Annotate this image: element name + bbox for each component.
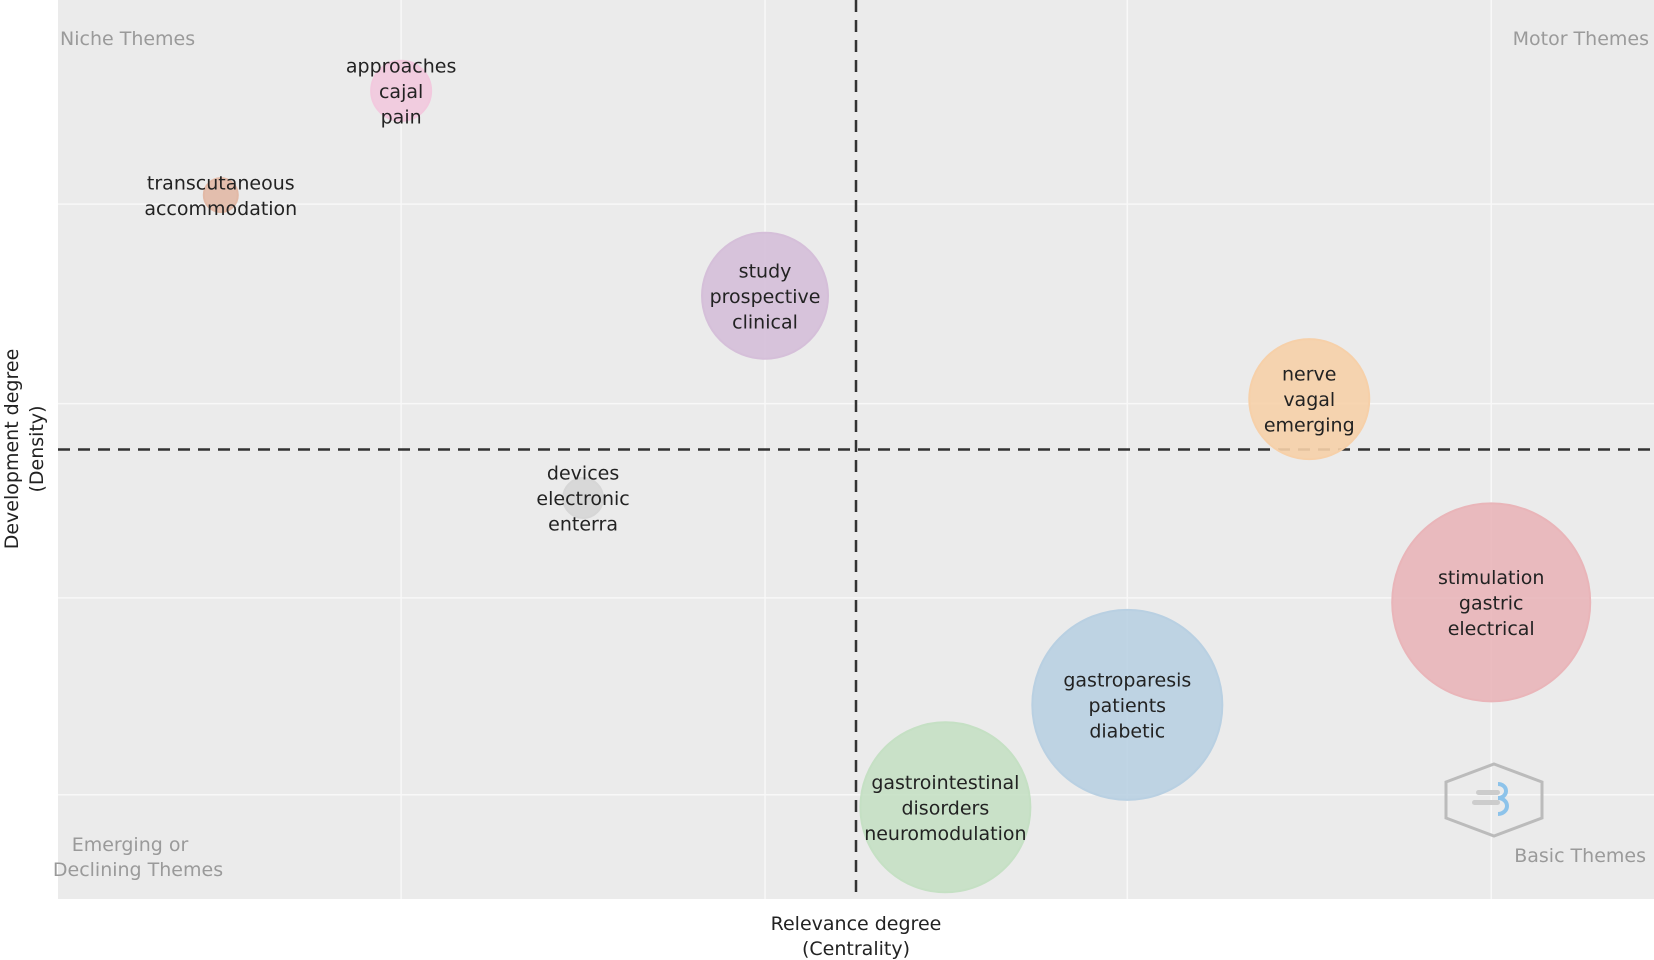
- bubble-label-study: clinical: [732, 311, 798, 333]
- bubble-label-transcutaneous: accommodation: [144, 198, 297, 220]
- bubble-label-nerve: vagal: [1283, 389, 1335, 411]
- bubble-gastrointestinal[interactable]: [859, 721, 1032, 894]
- bibliometrix-logo: [1444, 762, 1544, 838]
- quadrant-label-basic: Basic Themes: [1514, 845, 1646, 867]
- y-axis-title-line2: (Density): [26, 405, 48, 492]
- quadrant-dividers: [58, 0, 1654, 899]
- bubble-label-study: prospective: [710, 286, 821, 308]
- bubble-label-devices: electronic: [536, 488, 629, 510]
- bubble-label-stimulation: stimulation: [1438, 567, 1545, 589]
- bubble-label-gastrointestinal: gastrointestinal: [871, 772, 1019, 794]
- bubble-label-cajal: approaches: [346, 55, 457, 77]
- bubble-label-gastroparesis: gastroparesis: [1063, 669, 1191, 691]
- bubble-label-gastrointestinal: disorders: [901, 797, 989, 819]
- quadrant-label-emerging-line1: Emerging or: [72, 834, 189, 856]
- bubble-label-devices: enterra: [548, 514, 618, 536]
- x-axis-title-line2: (Centrality): [802, 938, 910, 960]
- bubble-label-study: study: [739, 260, 792, 282]
- bubble-label-gastrointestinal: neuromodulation: [864, 823, 1026, 845]
- bubble-label-transcutaneous: transcutaneous: [147, 172, 295, 194]
- bubble-cajal[interactable]: [370, 59, 433, 122]
- bubble-label-nerve: nerve: [1282, 364, 1336, 386]
- bubble-label-stimulation: gastric: [1459, 592, 1524, 614]
- quadrant-label-niche: Niche Themes: [60, 28, 195, 50]
- bubble-nerve[interactable]: [1248, 338, 1371, 461]
- bubble-transcutaneous[interactable]: [202, 177, 239, 214]
- bubble-stimulation[interactable]: [1391, 502, 1592, 703]
- bubble-label-gastroparesis: patients: [1089, 695, 1167, 717]
- bubble-devices[interactable]: [562, 477, 605, 520]
- bubble-label-gastroparesis: diabetic: [1089, 720, 1165, 742]
- bubble-label-stimulation: electrical: [1448, 618, 1535, 640]
- bubble-study[interactable]: [701, 231, 830, 360]
- quadrant-label-motor: Motor Themes: [1513, 28, 1649, 50]
- bubble-gastroparesis[interactable]: [1031, 608, 1224, 801]
- bubble-labels: approaches cajal pain transcutaneous accommo…: [144, 55, 1544, 845]
- bubble-label-cajal: cajal: [379, 81, 423, 103]
- x-axis-title-line1: Relevance degree: [771, 913, 942, 935]
- bubbles: [202, 59, 1592, 894]
- bubble-label-cajal: pain: [381, 106, 422, 128]
- bubble-label-devices: devices: [547, 463, 619, 485]
- y-axis-title-line1: Development degree: [1, 349, 23, 550]
- bubble-label-nerve: emerging: [1264, 415, 1355, 437]
- quadrant-label-emerging-line2: Declining Themes: [53, 859, 223, 881]
